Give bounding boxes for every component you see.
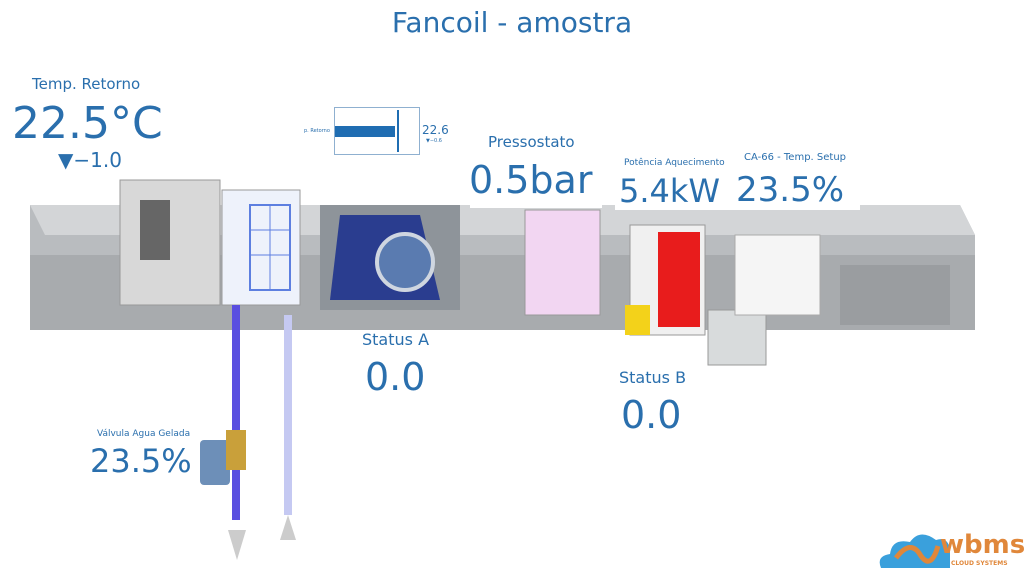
humidifier-box xyxy=(707,309,767,366)
filter-pink xyxy=(524,209,601,316)
bullet-frame xyxy=(334,107,420,155)
cloud-icon xyxy=(879,534,950,568)
valvula-label: Válvula Agua Gelada xyxy=(97,429,191,439)
pipe-supply xyxy=(232,305,240,520)
wbms-logo: wbms CLOUD SYSTEMS xyxy=(876,528,1024,572)
bullet-bar xyxy=(335,126,396,137)
arrow-up-icon xyxy=(280,515,296,540)
pressostato-card xyxy=(470,128,602,208)
pressostato-label: Pressostato xyxy=(488,133,575,151)
potencia-value: 5.4kW xyxy=(619,172,721,210)
status-b-value: 0.0 xyxy=(621,393,682,437)
bullet-value: 22.6 xyxy=(422,123,449,137)
logo-text: wbms xyxy=(940,530,1024,560)
setup-value: 23.5% xyxy=(736,170,845,210)
pressostato-value: 0.5bar xyxy=(469,158,593,202)
heater-element xyxy=(658,232,700,327)
valve-body xyxy=(226,430,246,470)
coil-filter xyxy=(221,189,301,306)
temp-retorno-label: Temp. Retorno xyxy=(32,75,141,93)
arrow-down-icon xyxy=(228,530,246,560)
valve-actuator xyxy=(200,440,230,485)
top-right-card xyxy=(615,150,860,210)
valvula-value: 23.5% xyxy=(90,442,192,480)
status-b-label: Status B xyxy=(619,368,687,387)
status-a-label: Status A xyxy=(362,330,430,349)
bullet-label: p. Retorno xyxy=(304,128,330,134)
potencia-label: Potência Aquecimento xyxy=(624,158,725,168)
outlet-duct xyxy=(840,265,950,325)
status-a-value: 0.0 xyxy=(365,355,426,399)
logo-tagline: CLOUD SYSTEMS xyxy=(951,560,1008,567)
bullet-delta: ▼−0.6 xyxy=(426,138,442,144)
damper-opening xyxy=(140,200,170,260)
coil-grid xyxy=(249,204,291,291)
humidifier-panel xyxy=(734,234,821,316)
pipe-return xyxy=(284,315,292,515)
temp-retorno-value: 22.5°C xyxy=(12,98,163,149)
warning-sign xyxy=(625,305,650,335)
bullet-target xyxy=(397,110,400,152)
page-title: Fancoil - amostra xyxy=(391,6,633,39)
fan-wheel xyxy=(375,232,435,292)
bullet-chart: p. Retorno 22.6 ▼−0.6 xyxy=(300,103,455,161)
setup-label: CA-66 - Temp. Setup xyxy=(744,152,847,163)
temp-retorno-delta: ▼−1.0 xyxy=(58,148,122,172)
